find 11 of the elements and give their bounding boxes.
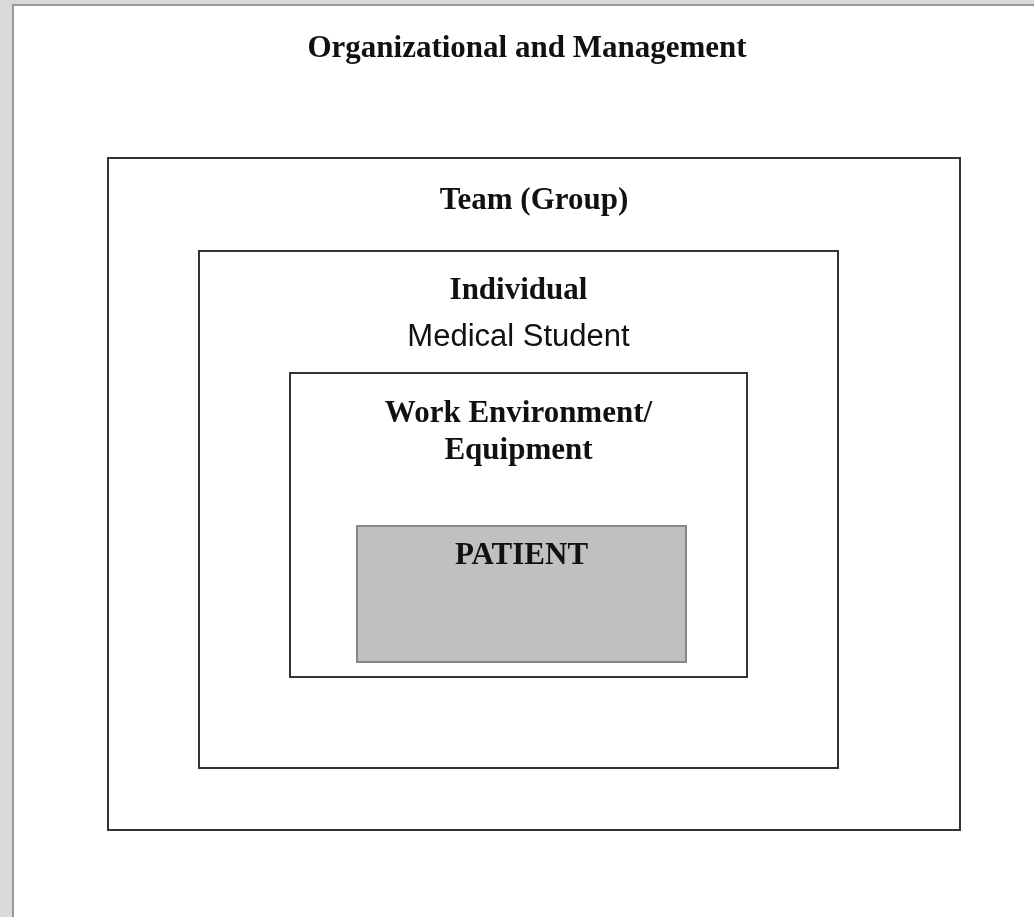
level-heading: Organizational and Management: [307, 29, 747, 64]
level-heading: Work Environment/ Equipment: [384, 394, 653, 467]
level-subtitle: Medical Student: [407, 318, 630, 353]
level-heading: Team (Group): [439, 181, 629, 216]
level-box: [198, 250, 839, 769]
level-box: [289, 372, 748, 678]
level-box: [107, 157, 961, 831]
patient-label: PATIENT: [454, 536, 589, 571]
level-heading: Individual: [449, 271, 588, 306]
patient-box: [356, 525, 687, 663]
outer-frame: [12, 4, 1034, 917]
